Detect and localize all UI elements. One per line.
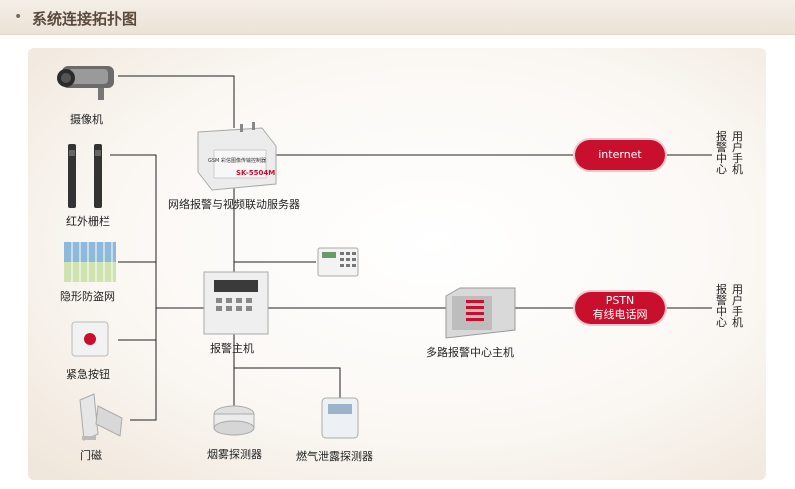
server-label: 网络报警与视频联动服务器 [168,198,300,211]
line-host-gas [234,367,341,398]
camera-icon [57,66,114,100]
center-host-label: 多路报警中心主机 [426,346,514,359]
internet-label: internet [598,148,642,161]
smoke-detector-label: 烟雾探测器 [207,448,262,461]
line-camera-server [118,75,235,128]
server-name: GSM 彩信图像传输控制器 [208,158,266,164]
invisible-net-label: 隐形防盗网 [60,290,115,303]
center-host-icon [445,287,516,339]
infrared-fence-icon [68,144,102,208]
server-model: SK-5504M [236,169,276,177]
endpoint-top-alarm-center: 报警中心 [716,130,727,176]
infrared-label: 红外栅栏 [66,215,110,228]
server-icon [197,122,277,191]
door-magnet-icon [79,393,123,441]
line-left-bus [110,154,157,421]
pstn-node: PSTN 有线电话网 [575,292,665,324]
alarm-host-icon [203,271,269,335]
emergency-button-label: 紧急按钮 [66,368,110,381]
endpoint-top-user-phone: 用户手机 [732,130,743,176]
internet-node: internet [575,140,665,170]
diagram-panel [28,48,766,480]
smoke-detector-icon [213,405,255,436]
gas-detector-icon [321,397,359,439]
page-title: 系统连接拓扑图 [32,10,138,28]
door-magnet-label: 门磁 [80,449,102,462]
invisible-net-icon [64,242,116,282]
emergency-button-icon [71,321,109,357]
alarm-host-label: 报警主机 [210,342,254,355]
bullet-icon: • [14,9,23,25]
pstn-sub-label: 有线电话网 [592,308,648,321]
header-bar: • 系统连接拓扑图 [0,0,795,35]
endpoint-bottom-alarm-center: 报警中心 [716,283,727,329]
endpoint-bottom-user-phone: 用户手机 [732,283,743,329]
pstn-label: PSTN [605,294,635,307]
camera-label: 摄像机 [70,113,103,126]
keypad-icon [317,247,359,277]
gas-detector-label: 燃气泄露探测器 [296,450,373,463]
